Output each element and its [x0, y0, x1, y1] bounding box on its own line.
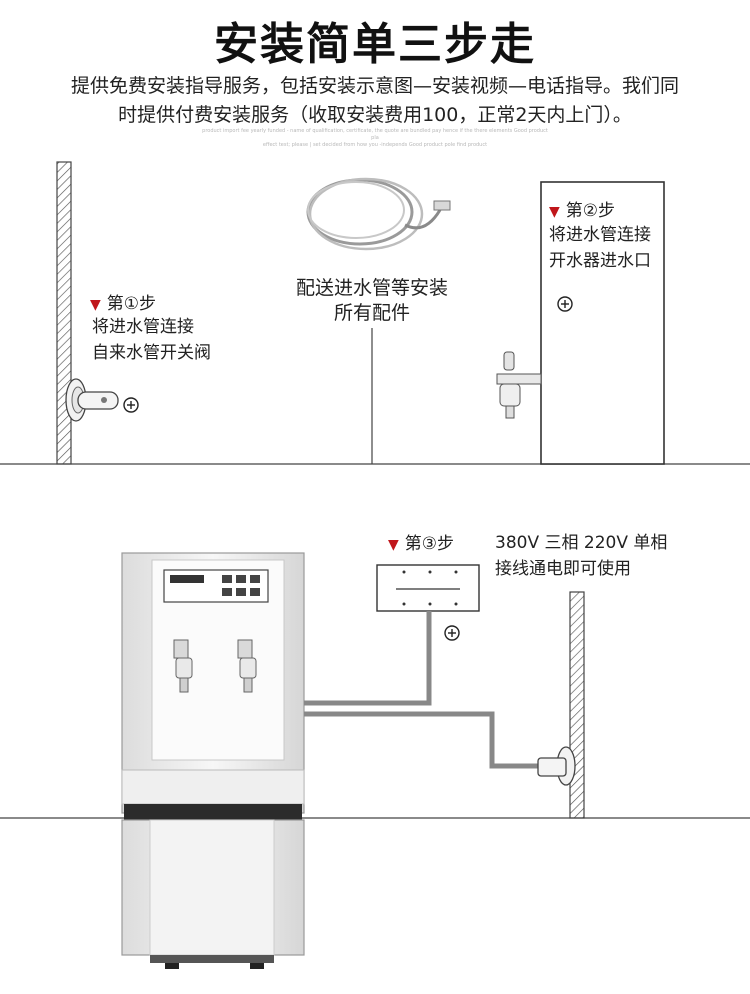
dispenser-tap-icon: [173, 639, 193, 693]
plus-marker-icon: [444, 625, 460, 641]
triangle-marker-icon: ▼: [388, 537, 399, 553]
parts-caption-line-2: 所有配件: [333, 302, 410, 324]
step-3-line-1: 380V 三相 220V 单相: [495, 533, 668, 553]
plus-marker-icon: [557, 296, 573, 312]
fine-print: product import fee yearly funded - name …: [200, 128, 550, 149]
step-1-line-1: 将进水管连接: [92, 317, 194, 337]
parts-caption-line-1: 配送进水管等安装: [295, 277, 448, 299]
electrical-box-icon: [376, 564, 480, 612]
intro-text: 提供免费安装指导服务，包括安装示意图—安装视频—电话指导。我们同 时提供付费安装…: [30, 72, 720, 130]
step-1-line-2: 自来水管开关阀: [92, 343, 211, 363]
tap-valve-icon: [65, 378, 119, 422]
coiled-hose-icon: [306, 177, 451, 251]
intro-line-1: 提供免费安装指导服务，包括安装示意图—安装视频—电话指导。我们同: [70, 75, 679, 97]
step-2-line-2: 开水器进水口: [549, 251, 651, 271]
step-3-heading: ▼ 第③步: [388, 529, 454, 554]
parts-caption: 配送进水管等安装 所有配件: [272, 276, 472, 326]
step-1-number: 第①步: [106, 294, 157, 314]
step-3-description: 380V 三相 220V 单相 接线通电即可使用: [495, 530, 667, 582]
step-3-number: 第③步: [404, 534, 455, 554]
step-2-number: 第②步: [565, 201, 616, 221]
plus-marker-icon: [123, 397, 139, 413]
fine-print-line-2: effect test; please | set decided from h…: [262, 142, 488, 148]
page-title: 安装简单三步走: [214, 19, 536, 70]
water-boiler-machine: [121, 552, 305, 969]
right-wall: [569, 591, 585, 819]
step-2-line-1: 将进水管连接: [549, 225, 651, 245]
triangle-marker-icon: ▼: [549, 204, 560, 220]
triangle-marker-icon: ▼: [90, 297, 101, 313]
step-2-description: 将进水管连接 开水器进水口: [549, 222, 651, 274]
inlet-faucet-icon: [496, 351, 542, 419]
heater-unit-outline: [540, 181, 665, 465]
step-1-description: 将进水管连接 自来水管开关阀: [92, 314, 211, 366]
power-cable-pipe: [304, 611, 432, 706]
intro-line-2: 时提供付费安装服务（收取安装费用100，正常2天内上门）。: [118, 104, 632, 126]
step-2-heading: ▼ 第②步: [549, 196, 615, 221]
step-3-line-2: 接线通电即可使用: [495, 559, 631, 579]
control-panel-icon: [163, 569, 269, 603]
dispenser-tap-icon: [237, 639, 257, 693]
step-1-heading: ▼ 第①步: [90, 289, 156, 314]
left-wall: [56, 161, 72, 465]
wall-valve-icon: [537, 746, 576, 786]
water-inlet-pipe: [304, 711, 548, 769]
fine-print-line-1: product import fee yearly funded - name …: [202, 128, 548, 141]
